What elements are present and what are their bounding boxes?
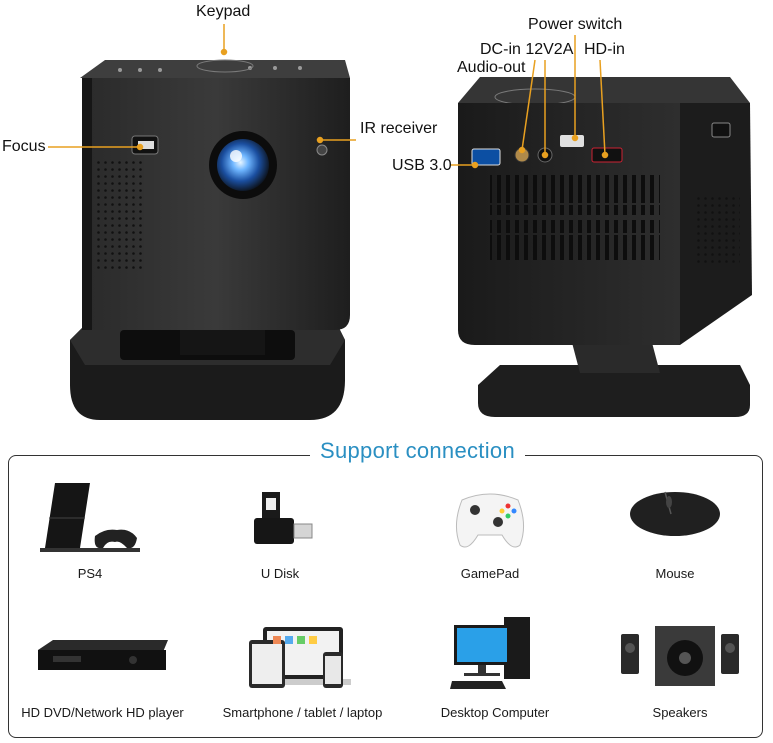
power-switch-label: Power switch [528, 16, 623, 33]
gamepad-icon [456, 493, 524, 548]
hd-in-label: HD-in [584, 41, 625, 58]
callout-leader-lines [48, 24, 609, 169]
speakers-icon [621, 626, 739, 686]
device-dvd-player: HD DVD/Network HD player [10, 610, 195, 725]
dvd-player-icon [37, 640, 168, 670]
device-label: Speakers [652, 705, 708, 720]
ps4-console-icon [40, 483, 140, 552]
focus-label: Focus [2, 138, 46, 155]
usb-drive-icon [254, 492, 313, 544]
device-mouse: Mouse [605, 470, 745, 590]
device-speakers: Speakers [605, 610, 755, 725]
device-label: PS4 [77, 566, 103, 581]
device-desktop: Desktop Computer [420, 610, 570, 725]
device-ps4: PS4 [20, 470, 160, 590]
ir-receiver-label: IR receiver [360, 120, 438, 137]
device-label: Mouse [655, 566, 695, 581]
mouse-icon [630, 491, 720, 536]
device-gamepad: GamePad [420, 470, 560, 590]
device-label: GamePad [460, 566, 520, 581]
device-label: HD DVD/Network HD player [21, 705, 184, 720]
device-label: Smartphone / tablet / laptop [222, 705, 383, 720]
support-connection-title: Support connection [310, 438, 525, 465]
projector-front-image [70, 59, 350, 420]
device-u-disk: U Disk [210, 470, 350, 590]
dc-in-label: DC-in 12V2A [480, 41, 574, 58]
usb-label: USB 3.0 [392, 157, 452, 174]
audio-out-label: Audio-out [457, 59, 526, 76]
multi-device-icon [248, 627, 351, 688]
device-multi: Smartphone / tablet / laptop [210, 610, 395, 725]
projector-back-image [458, 77, 752, 417]
keypad-label: Keypad [196, 3, 251, 20]
device-label: Desktop Computer [440, 705, 550, 720]
device-label: U Disk [260, 566, 300, 581]
desktop-computer-icon [450, 617, 530, 689]
